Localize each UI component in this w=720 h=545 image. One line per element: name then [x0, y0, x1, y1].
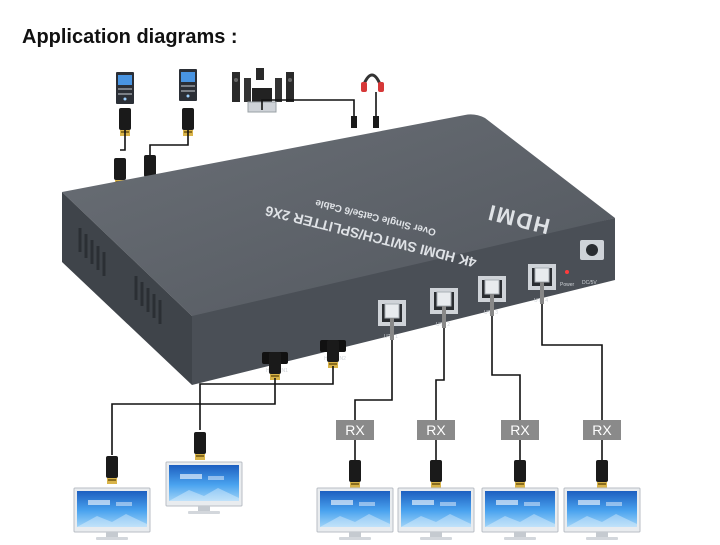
headphones-icon	[361, 73, 384, 92]
hdmi-switch-splitter: 4K HDMI SWITCH/SPLITTER 2X6 Over Single …	[62, 114, 615, 385]
utp-cable-3	[484, 279, 521, 420]
rx-label: RX	[510, 422, 530, 438]
tv-monitor-icon	[316, 487, 394, 541]
speaker-system	[232, 68, 294, 113]
tv-monitor-icon	[563, 487, 641, 541]
rx-label: RX	[426, 422, 446, 438]
headphones	[361, 73, 384, 92]
rx-label: RX	[592, 422, 612, 438]
rx-receiver-4: RX	[583, 420, 621, 440]
utp-cable-1	[354, 303, 400, 420]
svg-text:DC/5V: DC/5V	[582, 280, 597, 286]
pc-tower-icon	[116, 72, 134, 104]
device-left-side	[62, 192, 192, 385]
pc-tower-2	[179, 69, 197, 101]
speaker-system-icon	[232, 68, 294, 113]
rx-receiver-1: RX	[336, 420, 374, 440]
audio-jack	[351, 116, 357, 128]
rx-cables	[349, 440, 608, 488]
hdmi-out-cable-2	[194, 340, 339, 460]
tv-monitor-icon	[165, 461, 243, 515]
device-top	[62, 114, 615, 321]
hdmi-out-cable-1	[106, 352, 281, 484]
rx-receiver-3: RX	[501, 420, 539, 440]
rx-receiver-2: RX	[417, 420, 455, 440]
page-title: Application diagrams :	[22, 26, 238, 48]
tv-monitor-icon	[481, 487, 559, 541]
source-cable-2	[144, 108, 194, 183]
tv-monitor-icon	[73, 487, 151, 541]
utp-cable-4	[534, 267, 603, 420]
power-led	[565, 270, 569, 274]
source-cable-1	[114, 108, 131, 186]
pc-tower-1	[116, 72, 134, 104]
audio-cable	[261, 99, 355, 120]
tv-monitor-icon	[397, 487, 475, 541]
utp-cable-2	[435, 291, 452, 420]
power-label: Power	[560, 282, 575, 288]
dc-power-port: DC/5V	[580, 240, 604, 286]
rx-label: RX	[345, 422, 365, 438]
vent-left	[78, 228, 162, 324]
headphone-jack	[373, 116, 379, 128]
pc-tower-icon	[179, 69, 197, 101]
